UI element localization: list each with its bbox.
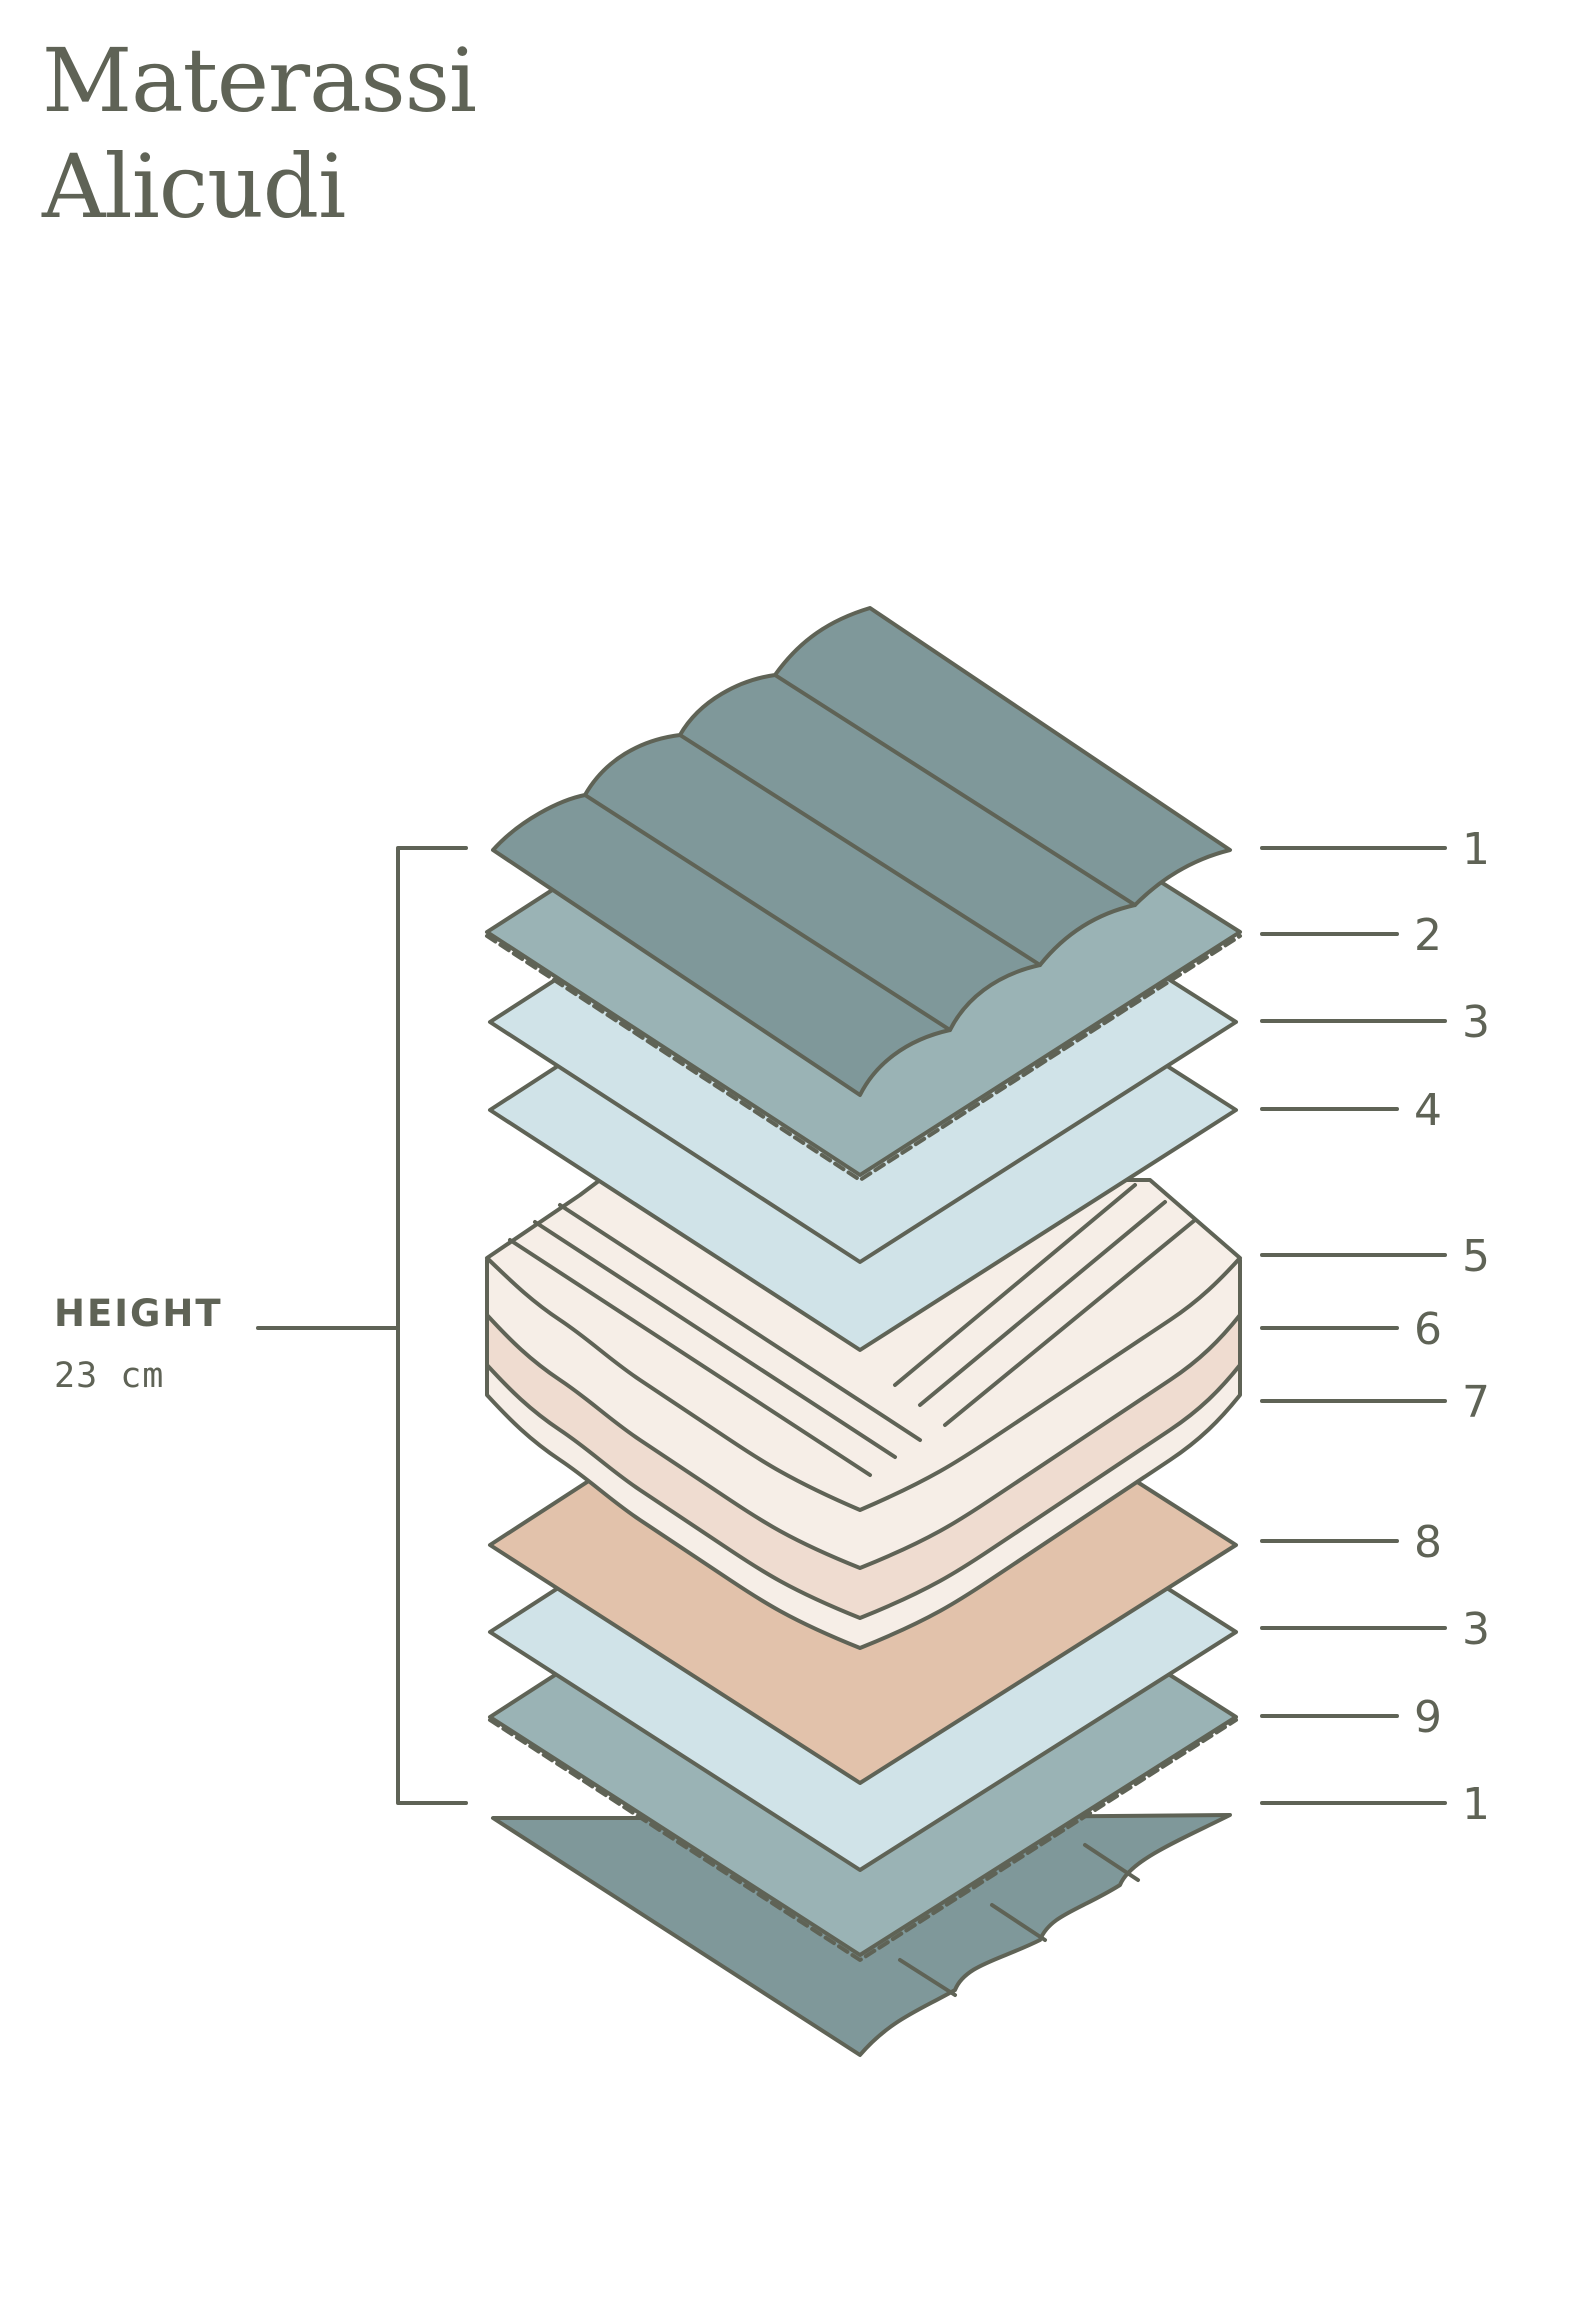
label-layer-8: 8 [1414, 1517, 1442, 1568]
height-value: 23 cm [54, 1356, 165, 1396]
layer-1-top-cover [491, 606, 1232, 1097]
height-bracket [256, 846, 468, 1805]
label-layer-2: 2 [1414, 910, 1442, 961]
title-line-1: Materassi [42, 29, 477, 132]
label-layer-7: 7 [1462, 1377, 1490, 1428]
layer-numbers: 1 2 3 4 5 6 7 8 3 9 1 [1414, 824, 1490, 1830]
label-layer-3-lower: 3 [1462, 1604, 1490, 1655]
label-layer-1-bottom: 1 [1462, 1779, 1490, 1830]
leader-lines [1260, 846, 1447, 1805]
label-layer-3-upper: 3 [1462, 997, 1490, 1048]
label-layer-5: 5 [1462, 1231, 1490, 1282]
page-title: Materassi Alicudi [42, 28, 477, 240]
label-layer-4: 4 [1414, 1085, 1442, 1136]
title-line-2: Alicudi [42, 135, 346, 238]
height-label: HEIGHT [54, 1292, 223, 1335]
label-layer-9: 9 [1414, 1692, 1442, 1743]
label-layer-1-top: 1 [1462, 824, 1490, 875]
label-layer-6: 6 [1414, 1304, 1442, 1355]
